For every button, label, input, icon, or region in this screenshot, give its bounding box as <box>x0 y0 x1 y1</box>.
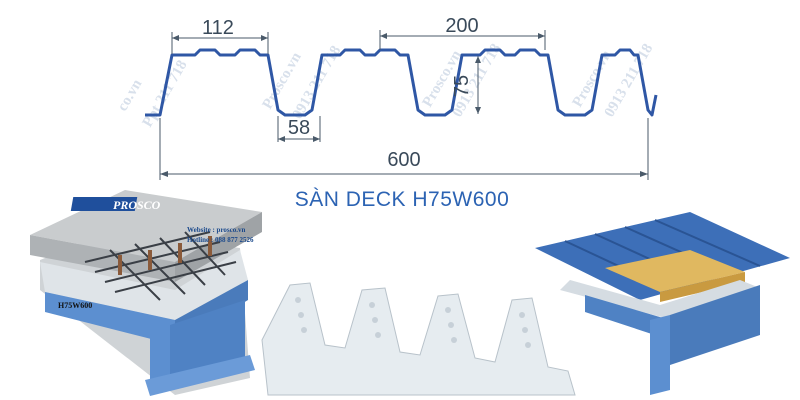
deck-embossing <box>295 297 531 348</box>
dim-label-width: 600 <box>387 149 420 171</box>
brand-logo-plate <box>70 197 138 211</box>
steel-beam-web <box>670 285 760 365</box>
brand-logo: PROSCO <box>113 198 161 212</box>
steel-column <box>150 325 170 390</box>
dim-label-height: 75 <box>451 75 473 97</box>
steel-beam-bottom <box>145 355 255 396</box>
deck-profile-section: 112 200 75 58 600 <box>145 15 658 180</box>
steel-purlin <box>585 295 670 340</box>
website-text: Website : prosco.vn <box>187 226 246 234</box>
product-title: SÀN DECK H75W600 <box>295 188 510 211</box>
dim-arrow <box>538 33 545 39</box>
hotline-text: Hotline : 088 877 2526 <box>187 236 254 244</box>
dim-label-top: 112 <box>202 17 234 39</box>
insulated-roof-illustration <box>535 212 790 395</box>
dim-label-bottom: 58 <box>288 117 310 139</box>
dim-arrow <box>278 136 285 142</box>
dim-arrow <box>261 35 268 41</box>
insulation-layer <box>605 250 745 292</box>
concrete-side <box>175 212 262 282</box>
deck-profile-line <box>145 48 658 117</box>
dim-arrow <box>172 35 179 41</box>
dim-arrow <box>160 171 168 177</box>
dim-label-pitch: 200 <box>445 15 478 37</box>
steel-beam-flange <box>45 292 175 345</box>
galvanized-deck-illustration <box>261 282 576 396</box>
deck-sheet <box>560 280 760 318</box>
steel-column <box>650 315 670 395</box>
watermark-text: co.vn <box>115 76 146 114</box>
shear-studs <box>118 236 212 275</box>
composite-slab-illustration: PROSCO Website : prosco.vn Hotline : 088… <box>30 190 262 396</box>
deck-sheet-body <box>261 282 576 396</box>
dim-arrow <box>640 171 648 177</box>
model-label: H75W600 <box>58 301 92 310</box>
dim-arrow <box>475 107 481 114</box>
dim-arrow <box>475 56 481 63</box>
dim-arrow <box>313 136 320 142</box>
dim-arrow <box>380 33 387 39</box>
insulation-edge <box>660 272 745 302</box>
